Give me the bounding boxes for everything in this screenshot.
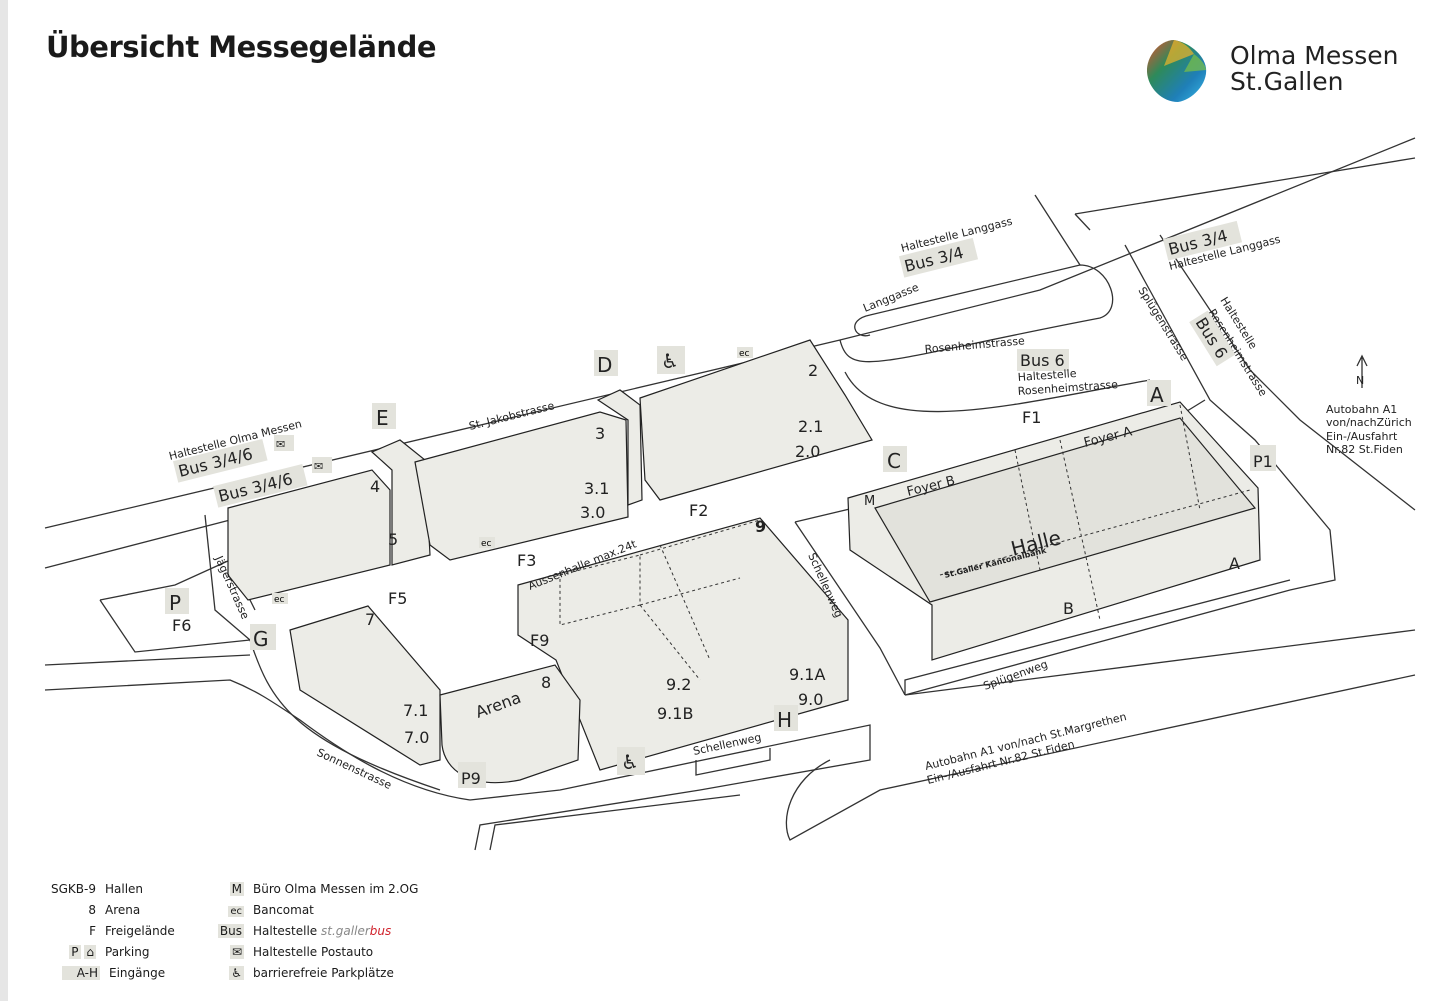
label-spluegenweg: Splügenweg	[982, 658, 1050, 693]
svg-text:7.0: 7.0	[404, 728, 429, 747]
svg-text:9.0: 9.0	[798, 690, 823, 709]
logo-line1: Olma Messen	[1230, 41, 1399, 70]
svg-text:9.1A: 9.1A	[789, 665, 825, 684]
connector-d	[596, 389, 643, 506]
label-autobahn-n-4: Nr.82 St.Fiden	[1326, 443, 1403, 456]
parking-p9: P9	[461, 769, 481, 788]
svg-text:7: 7	[365, 610, 375, 629]
svg-text:F3: F3	[517, 551, 536, 570]
hall-3	[414, 411, 629, 561]
svg-text:3: 3	[595, 424, 605, 443]
legend-item: ✉Haltestelle Postauto	[229, 944, 374, 959]
legend-item: ♿barrierefreie Parkplätze	[229, 965, 394, 980]
svg-text:N: N	[1356, 374, 1364, 387]
logo-line2: St.Gallen	[1230, 67, 1344, 96]
svg-text:7.1: 7.1	[403, 701, 428, 720]
label-m: M	[864, 494, 875, 509]
entrance-d: D	[597, 353, 612, 377]
svg-text:ec: ec	[481, 539, 492, 549]
page-title: Übersicht Messegelände	[46, 30, 437, 64]
connector-e	[370, 439, 431, 566]
wheelchair-icon: ♿	[617, 747, 645, 775]
svg-text:♿: ♿	[621, 750, 639, 774]
svg-text:3.1: 3.1	[584, 479, 609, 498]
parking-labels: P P1 P9	[165, 445, 1276, 788]
entrances: A C D E G H	[250, 350, 1171, 732]
label-autobahn-east-1: Autobahn A1 von/nach St.Margrethen	[924, 710, 1128, 773]
postauto-icon: ✉	[229, 944, 244, 959]
hall-4-5	[227, 469, 391, 601]
hall-9	[517, 517, 849, 771]
svg-text:8: 8	[541, 673, 551, 692]
wheelchair-icon: ♿	[229, 965, 244, 980]
entrance-h: H	[777, 708, 792, 732]
svg-text:F9: F9	[530, 631, 549, 650]
wheelchair-icon: ♿	[657, 346, 685, 374]
svg-text:ec: ec	[739, 349, 750, 359]
ec-icon: ec ec ec	[272, 347, 753, 605]
hall-facade	[874, 417, 1257, 603]
label-haltestelle-2: Haltestelle	[1017, 367, 1077, 384]
svg-text:4: 4	[370, 477, 380, 496]
label-autobahn-n-1: Autobahn A1	[1326, 403, 1397, 416]
svg-text:✉: ✉	[314, 460, 323, 473]
area-labels: F1 F2 F3 F5 F6 F9	[172, 408, 1041, 650]
entrance-g: G	[253, 627, 269, 651]
svg-text:ec: ec	[274, 595, 285, 605]
svg-text:F5: F5	[388, 589, 407, 608]
label-autobahn-n-3: Ein-/Ausfahrt	[1326, 430, 1398, 443]
svg-text:9.2: 9.2	[666, 675, 691, 694]
parking-house-icon: ⌂	[84, 944, 96, 959]
svg-text:A: A	[1229, 554, 1240, 573]
north-arrow-icon: N	[1356, 354, 1368, 388]
buildings	[227, 339, 1261, 784]
svg-text:2: 2	[808, 361, 818, 380]
label-autobahn-n-2: von/nachZürich	[1326, 416, 1412, 429]
label-rosenheimstrasse: Rosenheimstrasse	[924, 334, 1025, 356]
page-edge	[0, 0, 8, 1001]
hall-2	[639, 339, 873, 501]
entrance-a: A	[1150, 383, 1164, 407]
entrance-c: C	[887, 449, 901, 473]
svg-text:✉: ✉	[276, 438, 285, 451]
svg-text:2.1: 2.1	[798, 417, 823, 436]
svg-text:F6: F6	[172, 616, 191, 635]
postauto-icon: ✉✉	[274, 435, 332, 473]
svg-text:3.0: 3.0	[580, 503, 605, 522]
hall-7	[289, 605, 441, 766]
logo-mark-icon	[1146, 40, 1207, 102]
label-bus6: Bus 6	[1020, 351, 1065, 370]
svg-text:5: 5	[388, 530, 398, 549]
svg-text:9.1B: 9.1B	[657, 704, 693, 723]
parking-p1: P1	[1253, 452, 1273, 471]
svg-text:B: B	[1063, 599, 1074, 618]
svg-text:2.0: 2.0	[795, 442, 820, 461]
svg-text:♿: ♿	[661, 349, 679, 373]
svg-text:9: 9	[755, 517, 766, 536]
label-spluegenstrasse: Splügenstrasse	[1135, 285, 1191, 364]
hall-labels: 2 3 2.1 2.0 3.1 3.0 4 5 7 7.1 7.0 8 9 9.…	[365, 361, 1240, 747]
svg-text:F2: F2	[689, 501, 708, 520]
entrance-e: E	[376, 406, 389, 430]
parking-p: P	[169, 591, 181, 615]
svg-text:F1: F1	[1022, 408, 1041, 427]
legend-item: P ⌂Parking	[69, 944, 150, 959]
